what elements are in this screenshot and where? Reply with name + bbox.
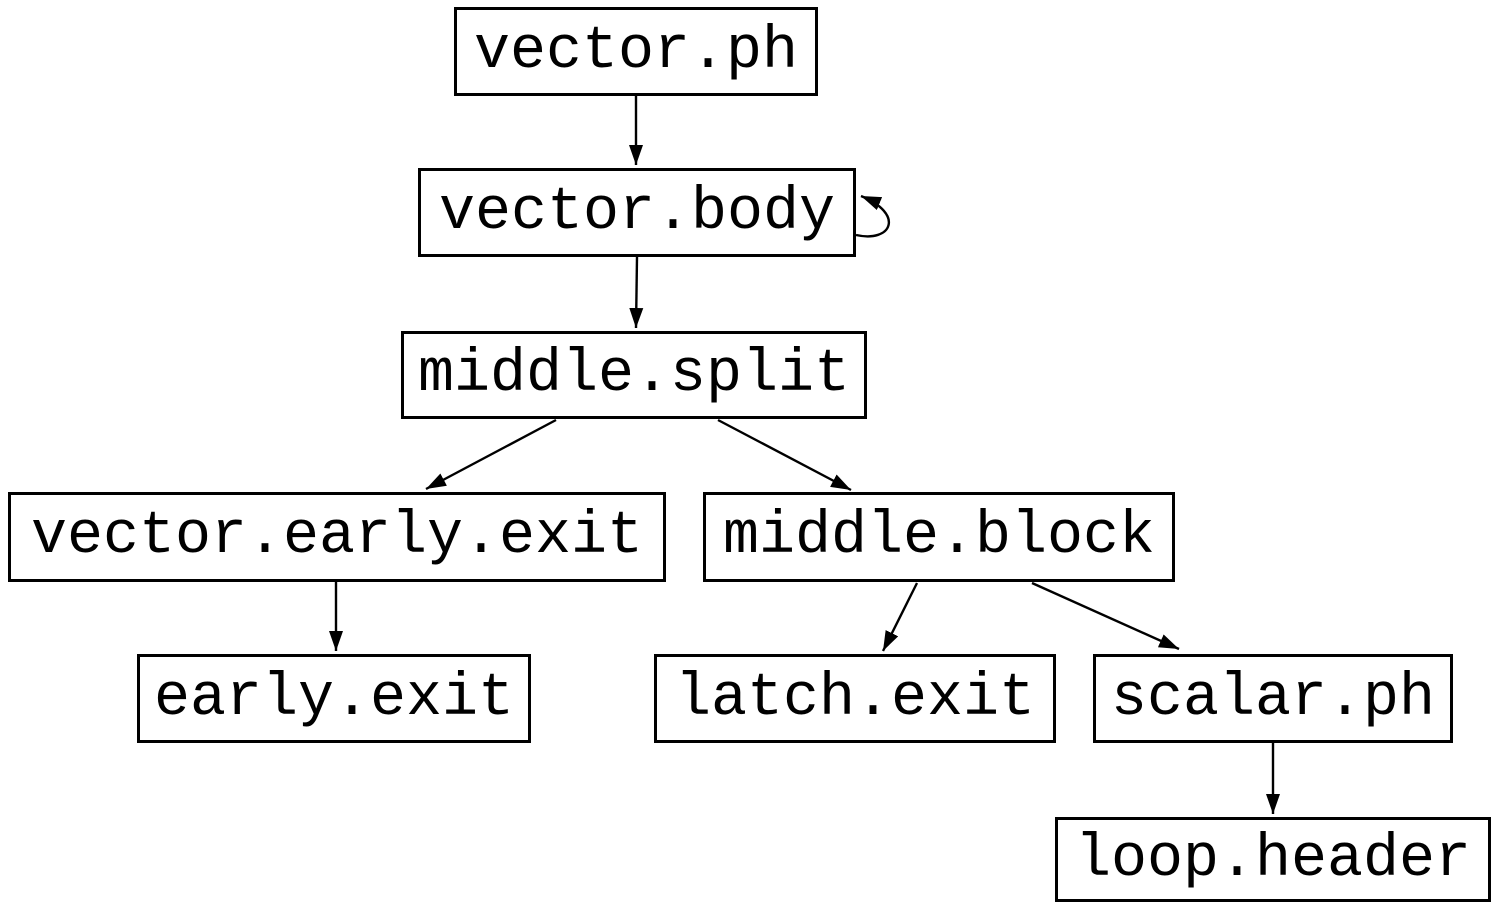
node-scalar-ph: scalar.ph <box>1093 654 1453 743</box>
node-middle-block: middle.block <box>703 492 1175 582</box>
node-middle-split: middle.split <box>401 331 867 419</box>
node-vector-body: vector.body <box>418 168 856 257</box>
node-latch-exit: latch.exit <box>654 654 1056 743</box>
edge-middle-block-to-scalar-ph <box>1031 581 1180 651</box>
edge-middle-block-to-latch-exit <box>881 582 919 652</box>
edge-vector-body-to-middle-split <box>629 256 644 329</box>
edge-middle-split-to-vector-early-exit <box>425 418 557 491</box>
node-vector-ph: vector.ph <box>454 7 818 96</box>
node-loop-header: loop.header <box>1055 817 1491 902</box>
edge-middle-split-to-middle-block <box>717 418 852 492</box>
node-early-exit: early.exit <box>137 654 531 743</box>
edge-vector-body-self-loop <box>855 194 891 238</box>
node-vector-early-exit: vector.early.exit <box>8 492 666 582</box>
